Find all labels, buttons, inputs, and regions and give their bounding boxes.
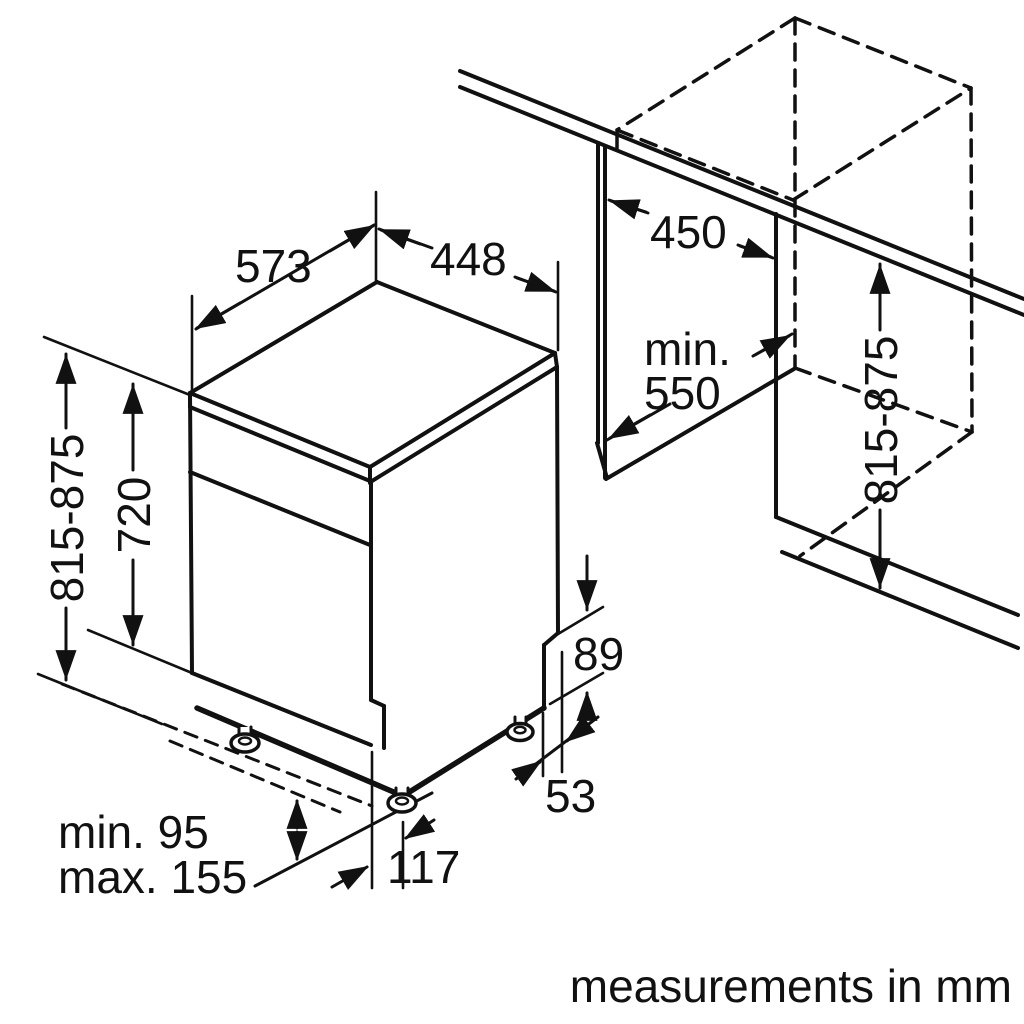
dim-label-720: 720 [108,477,160,554]
dim-label-max-155: max. 155 [58,851,247,903]
dim-base-recess-depth: 117 [330,750,460,893]
dim-label-450: 450 [650,206,727,258]
dim-label-815-875-right: 815-875 [855,336,907,505]
dim-top-depth: 573 [190,190,378,392]
niche-right-edge-and-floor [604,212,1020,650]
dim-label-117: 117 [387,841,460,893]
dim-total-height-right: 815-875 [855,262,907,590]
adjacent-cabinet-dashed [615,16,974,558]
dim-rear-recess-height: 89 [548,554,624,721]
dim-label-53: 53 [545,770,596,822]
dim-body-height: 720 [86,382,194,675]
foot-rear-right [505,715,535,743]
dim-total-height-left: 815-875 [36,335,192,726]
foot-front-right [386,786,418,814]
countertop-edge [458,69,1024,317]
dishwasher-body [188,280,560,799]
dim-label-815-875-left: 815-875 [41,434,93,603]
dishwasher-feet [229,715,535,814]
dim-plinth-height: min. 95 max. 155 [58,798,308,903]
dim-label-550: 550 [644,367,721,419]
dishwasher-silhouette [190,282,558,796]
dim-rear-recess-offset: 53 [511,650,600,822]
dim-niche-depth: min. 550 [605,323,794,442]
dim-label-min: min. [644,323,731,375]
dim-label-448: 448 [430,233,507,285]
dim-label-min-95: min. 95 [58,806,209,858]
niche-left-wall [595,141,609,480]
units-note: measurements in mm [570,960,1012,1012]
foot-front-left [229,725,261,754]
dim-top-width: 448 [377,227,560,352]
dim-label-89: 89 [573,628,624,680]
dim-niche-width: 450 [607,198,775,260]
dim-label-573: 573 [235,240,312,292]
